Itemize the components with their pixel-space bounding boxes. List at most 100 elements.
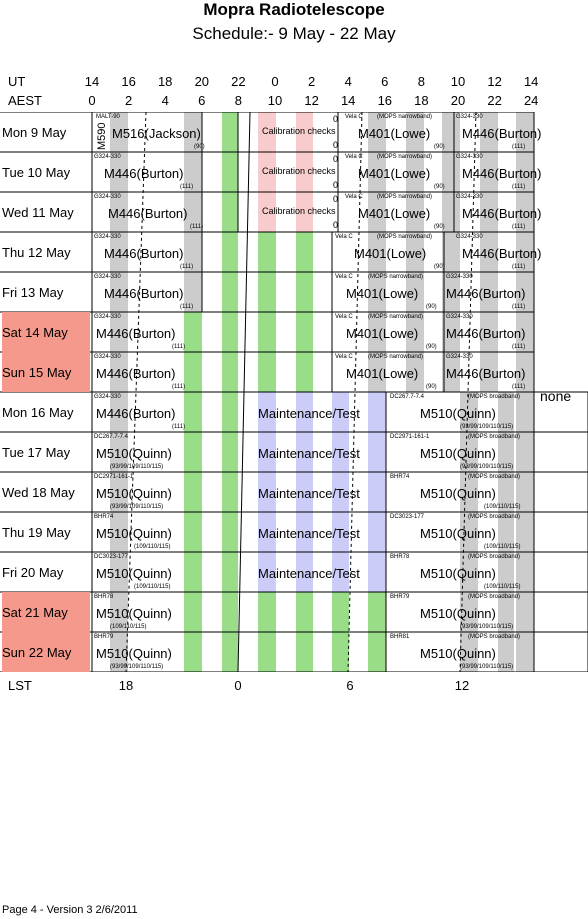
row-date-label: Tue 10 May xyxy=(2,164,71,180)
green-stripe xyxy=(222,512,238,552)
grey-stripe xyxy=(460,432,478,472)
row-date-label: Fri 20 May xyxy=(2,564,64,580)
source-code: G324-330 xyxy=(456,114,483,120)
grey-stripe xyxy=(498,472,514,512)
backend-tag: (MOPS broadband) xyxy=(468,394,521,400)
source-code: Vela C xyxy=(335,354,353,360)
grey-stripe xyxy=(516,552,534,592)
project-label: M446(Burton) xyxy=(108,206,188,221)
maintenance-label: Maintenance/Test xyxy=(258,486,360,501)
green-stripe xyxy=(184,632,202,672)
source-code: G324-330 xyxy=(94,354,121,360)
grey-stripe xyxy=(498,512,514,552)
line-note: (90) xyxy=(434,184,445,190)
grey-stripe xyxy=(460,592,478,632)
project-label: M446(Burton) xyxy=(462,206,542,221)
grey-stripe xyxy=(442,232,460,272)
calibration-label: Calibration checks xyxy=(262,126,336,136)
green-stripe xyxy=(184,312,202,352)
source-code: G324-330 xyxy=(456,154,483,160)
project-label: M510(Quinn) xyxy=(420,446,496,461)
pink-stripe xyxy=(296,112,313,152)
grey-stripe xyxy=(516,152,534,192)
aest-tick-label: 12 xyxy=(304,93,319,108)
grey-stripe xyxy=(516,112,534,152)
grey-stripe xyxy=(406,352,424,392)
source-code: G324-330 xyxy=(94,314,121,320)
source-code: BHR79 xyxy=(94,634,114,640)
lst-tick-label: 0 xyxy=(234,678,242,693)
source-code: Vela C xyxy=(335,274,353,280)
pink-stripe xyxy=(258,112,276,152)
source-code: MALT-90 xyxy=(96,114,120,120)
row-date-label: Thu 19 May xyxy=(2,524,71,540)
project-label: M510(Quinn) xyxy=(420,606,496,621)
grey-stripe xyxy=(498,552,514,592)
backend-tag: (MOPS broadband) xyxy=(468,514,521,520)
grey-stripe xyxy=(516,272,534,312)
grey-stripe xyxy=(480,112,498,152)
source-code: G324-330 xyxy=(456,194,483,200)
maintenance-label: Maintenance/Test xyxy=(258,446,360,461)
grey-stripe xyxy=(110,632,128,672)
grey-stripe xyxy=(460,632,478,672)
green-stripe xyxy=(258,272,276,312)
line-note: (93/99/109/110/115) xyxy=(110,464,164,470)
project-label: M446(Burton) xyxy=(462,246,542,261)
green-stripe xyxy=(296,312,313,352)
grey-stripe xyxy=(368,232,386,272)
aest-tick-label: 18 xyxy=(414,93,429,108)
ut-tick-label: 16 xyxy=(121,74,136,89)
ut-tick-label: 6 xyxy=(381,74,389,89)
ut-axis-label: UT xyxy=(8,74,26,89)
project-label: M401(Lowe) xyxy=(346,326,419,341)
backend-tag: (MOPS narrowband) xyxy=(368,274,424,280)
aest-tick-label: 14 xyxy=(340,93,356,108)
source-code: G324-330 xyxy=(446,354,473,360)
row-date-label: Fri 13 May xyxy=(2,284,64,300)
source-code: G324-330 xyxy=(94,194,121,200)
grey-stripe xyxy=(480,232,498,272)
maintenance-label: Maintenance/Test xyxy=(258,526,360,541)
line-note: (93/99/109/110/115) xyxy=(460,464,514,470)
lavender-stripe xyxy=(368,552,386,592)
line-note: (93/99/109/110/115) xyxy=(460,664,514,670)
source-code: G324-330 xyxy=(94,154,121,160)
grey-stripe xyxy=(480,152,498,192)
aest-tick-label: 0 xyxy=(88,93,96,108)
green-stripe xyxy=(222,632,238,672)
grey-stripe xyxy=(184,192,202,232)
row-date-label: Sat 21 May xyxy=(2,592,90,632)
ut-tick-label: 8 xyxy=(417,74,425,89)
project-label: M446(Burton) xyxy=(446,366,526,381)
green-stripe xyxy=(222,232,238,272)
project-label: M401(Lowe) xyxy=(358,126,431,141)
lavender-stripe xyxy=(332,512,349,552)
source-code: DC267.7-7.4 xyxy=(390,394,425,400)
schedule-grid-svg xyxy=(0,111,588,673)
grey-stripe xyxy=(406,152,424,192)
aest-tick-label: 24 xyxy=(523,93,539,108)
lst-tick-label: 18 xyxy=(118,678,134,693)
line-note: (109/110/115) xyxy=(134,544,171,550)
green-stripe xyxy=(296,232,313,272)
line-note: (109/110/115) xyxy=(484,584,521,590)
green-stripe xyxy=(222,432,238,472)
maintenance-label: Maintenance/Test xyxy=(258,406,360,421)
backend-tag: (MOPS narrowband) xyxy=(377,194,433,200)
project-label: M446(Burton) xyxy=(446,326,526,341)
green-stripe xyxy=(296,272,313,312)
green-stripe xyxy=(184,392,202,432)
lavender-stripe xyxy=(296,512,313,552)
grey-stripe xyxy=(184,152,202,192)
source-code: DC3023-177 xyxy=(94,554,129,560)
project-label: M510(Quinn) xyxy=(420,566,496,581)
aest-tick-label: 6 xyxy=(198,93,206,108)
grey-stripe xyxy=(442,112,460,152)
lavender-stripe xyxy=(332,432,349,472)
project-label: M510(Quinn) xyxy=(96,446,172,461)
lavender-stripe xyxy=(368,472,386,512)
row-date-label: Sun 15 May xyxy=(2,352,90,392)
project-label: M401(Lowe) xyxy=(358,166,431,181)
grey-stripe xyxy=(368,352,386,392)
